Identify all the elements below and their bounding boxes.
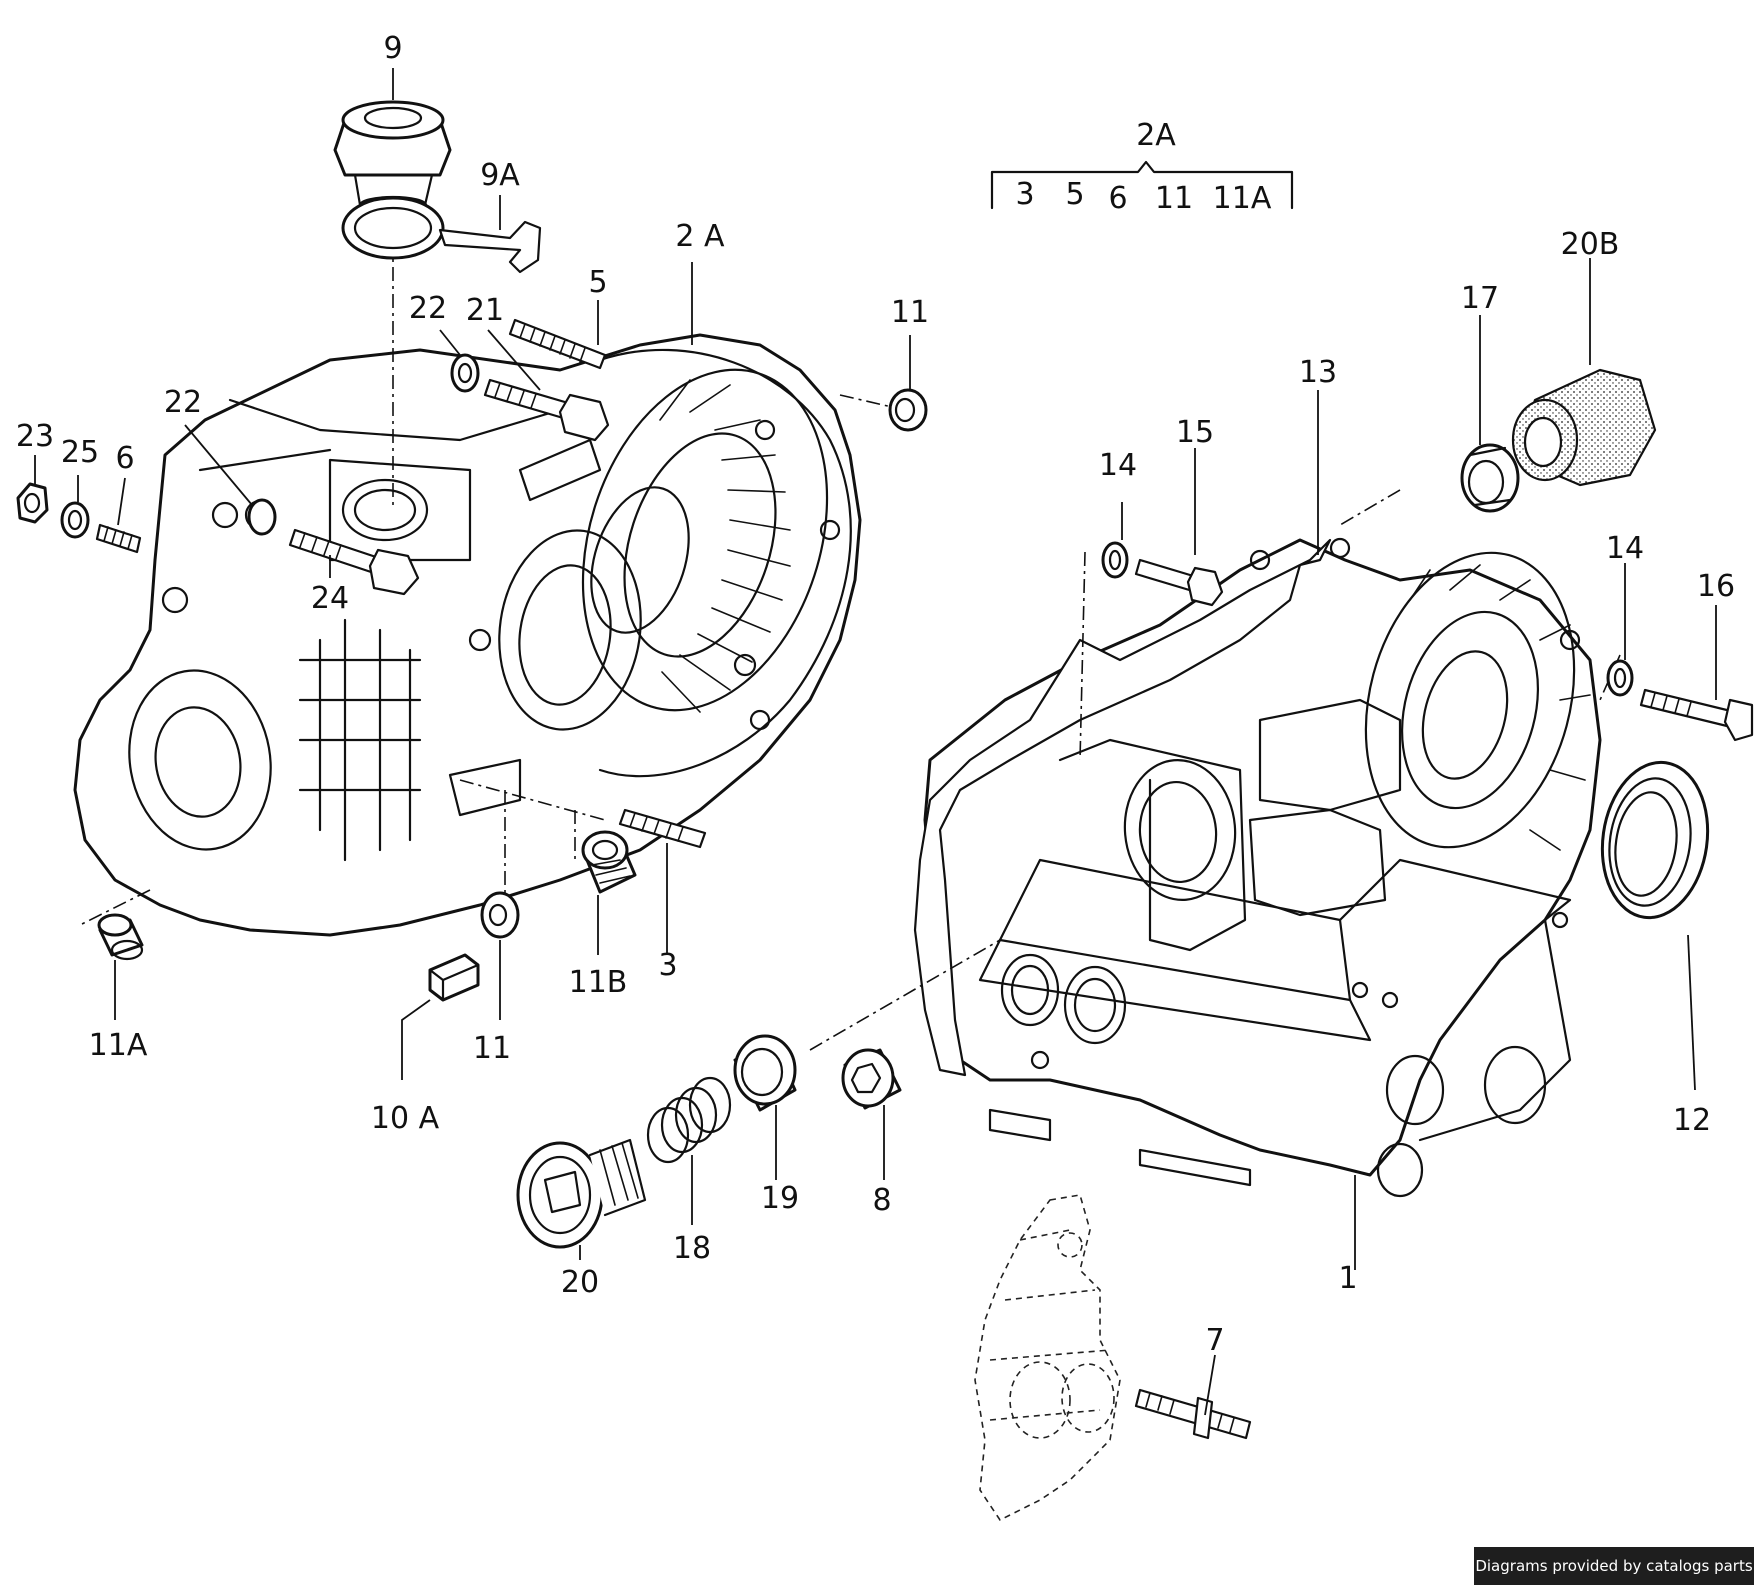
label-15: 15 [1176, 415, 1214, 450]
part-14-washer-b [1606, 659, 1634, 697]
label-23: 23 [16, 419, 54, 454]
label-13: 13 [1299, 355, 1337, 390]
part-9a-gasket [341, 196, 542, 274]
left-gearbox-housing [73, 333, 862, 937]
part-12-seal [1600, 760, 1710, 920]
part-7-stud [1134, 1388, 1252, 1440]
kit-member-label: 11A [1213, 181, 1272, 216]
label-22-left: 22 [164, 385, 202, 420]
label-17: 17 [1461, 281, 1499, 316]
label-19: 19 [761, 1181, 799, 1216]
part-8-plug [841, 1048, 902, 1110]
part-23-nut [16, 482, 49, 524]
label-18: 18 [673, 1231, 711, 1266]
part-16-bolt [1639, 688, 1754, 742]
part-21-bolt [483, 378, 610, 442]
label-12: 12 [1673, 1103, 1711, 1138]
part-6-stud [95, 523, 142, 554]
part-17-seal [1460, 443, 1520, 513]
label-7: 7 [1205, 1323, 1224, 1358]
part-15-bolt [1134, 558, 1224, 607]
label-11a: 11A [89, 1028, 148, 1063]
kit-bracket: 2A 3 5 6 11 11A [990, 118, 1294, 216]
part-11-bush-top [888, 388, 928, 432]
label-22-top: 22 [409, 291, 447, 326]
part-19-cup [733, 1034, 797, 1112]
part-14-washer-a [1101, 541, 1129, 579]
gasket-13 [913, 538, 1332, 1077]
part-labels: 9 9A 2 A 5 11 22 21 22 23 25 6 24 11A 11… [16, 31, 1735, 1358]
kit-member-label: 6 [1108, 181, 1127, 216]
part-22-washer-top [450, 353, 480, 393]
label-1: 1 [1338, 1261, 1357, 1296]
label-6: 6 [115, 441, 134, 476]
label-21: 21 [466, 293, 504, 328]
label-16: 16 [1697, 569, 1735, 604]
label-10a: 10 A [371, 1101, 440, 1136]
part-11-bush-low [480, 891, 520, 939]
kit-member-label: 11 [1155, 181, 1193, 216]
leader-lines [34, 68, 1717, 1416]
label-2a: 2 A [675, 219, 725, 254]
label-25: 25 [61, 435, 99, 470]
part-22-washer-left [247, 498, 277, 536]
part-18-spring [646, 1076, 732, 1164]
part-5-stud [508, 318, 607, 370]
label-5: 5 [588, 265, 607, 300]
label-11b: 11B [569, 965, 628, 1000]
part-20b-boot [1511, 368, 1657, 487]
label-9: 9 [383, 31, 402, 66]
right-gearbox-housing [923, 537, 1602, 1198]
part-20-bearing [516, 1138, 647, 1249]
kit-title: 2A [1136, 118, 1176, 153]
part-9-cap [333, 100, 452, 215]
part-11a-dowel [97, 913, 144, 961]
kit-member-label: 3 [1015, 177, 1034, 212]
ghost-mount-outline [974, 1194, 1121, 1522]
label-9a: 9A [480, 158, 520, 193]
label-24: 24 [311, 581, 349, 616]
label-3: 3 [658, 948, 677, 983]
part-24-bolt [288, 528, 420, 596]
label-8: 8 [872, 1183, 891, 1218]
kit-member-label: 5 [1065, 177, 1084, 212]
label-14-b: 14 [1606, 531, 1644, 566]
label-14-a: 14 [1099, 448, 1137, 483]
part-10a-key [428, 953, 480, 1002]
part-3-stud [618, 808, 707, 849]
label-11-low: 11 [473, 1031, 511, 1066]
label-11-top: 11 [891, 295, 929, 330]
label-20b: 20B [1561, 227, 1620, 262]
label-20: 20 [561, 1265, 599, 1300]
part-11b-bearing [581, 830, 637, 894]
part-25-washer [60, 501, 90, 539]
credit-banner: Diagrams provided by catalogs parts [1474, 1547, 1754, 1585]
